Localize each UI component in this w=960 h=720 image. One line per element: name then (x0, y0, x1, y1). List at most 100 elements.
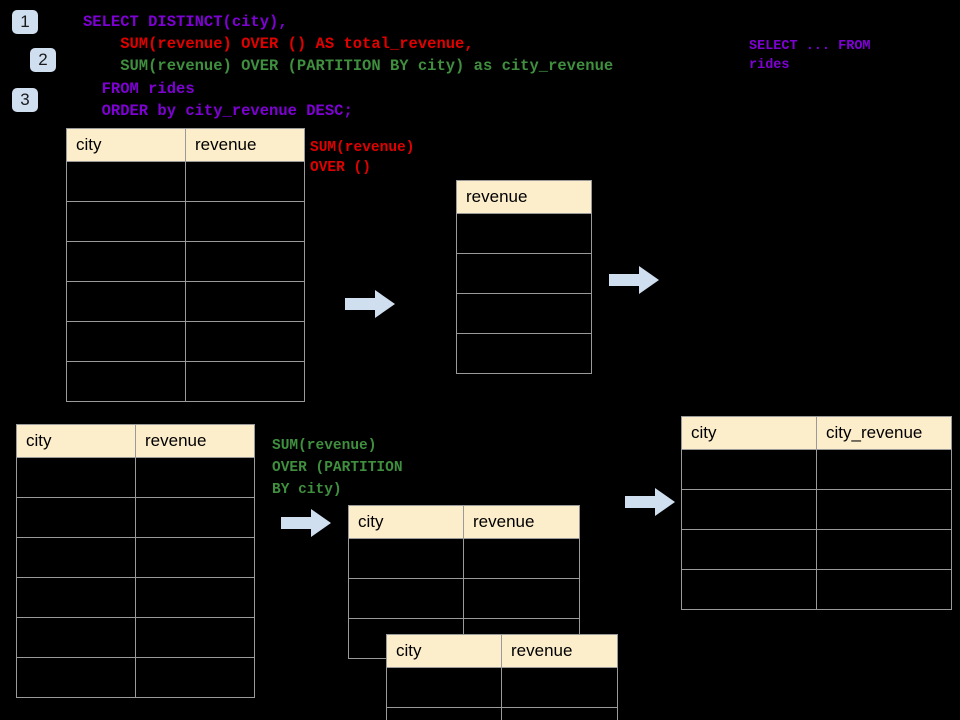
table-row (348, 578, 580, 619)
cell-city (16, 577, 136, 618)
table-row (16, 457, 255, 498)
sql-line-total-revenue: SUM(revenue) OVER () AS total_revenue, (83, 35, 474, 53)
note-partition-window: SUM(revenue) OVER (PARTITION BY city) (272, 438, 403, 498)
table-total-revenue-result: revenue (456, 180, 592, 374)
table-header-row: city revenue (66, 128, 305, 162)
table-row (16, 537, 255, 578)
cell-revenue (463, 538, 580, 579)
column-header-revenue: revenue (463, 505, 580, 539)
cell-revenue (456, 253, 592, 294)
step-badge-1: 1 (12, 10, 38, 34)
cell-city-revenue (816, 529, 952, 570)
cell-city-revenue (816, 449, 952, 490)
table-partition-group-front: city revenue (386, 634, 618, 720)
column-header-city: city (348, 505, 464, 539)
table-row (66, 201, 305, 242)
sql-line-from: FROM rides (83, 80, 195, 98)
table-rides-source-bottom: city revenue (16, 424, 255, 698)
table-row (681, 489, 952, 530)
cell-city-revenue (816, 569, 952, 610)
table-row (456, 293, 592, 334)
cell-city (386, 707, 502, 720)
table-row (386, 707, 618, 720)
column-header-city: city (386, 634, 502, 668)
arrow-total-to-output-icon (609, 266, 659, 294)
table-city-revenue-result: city city_revenue (681, 416, 952, 610)
cell-revenue (135, 537, 255, 578)
cell-city (16, 657, 136, 698)
table-rides-source-top: city revenue (66, 128, 305, 402)
cell-city (16, 537, 136, 578)
cell-city (16, 457, 136, 498)
table-row (16, 497, 255, 538)
cell-city (681, 529, 817, 570)
column-header-city: city (681, 416, 817, 450)
cell-city (66, 321, 186, 362)
table-header-row: revenue (456, 180, 592, 214)
cell-revenue (135, 577, 255, 618)
cell-revenue (185, 321, 305, 362)
cell-revenue (185, 281, 305, 322)
note-total-window: SUM(revenue) OVER () (310, 140, 415, 176)
cell-revenue (185, 361, 305, 402)
cell-city (16, 497, 136, 538)
cell-city-revenue (816, 489, 952, 530)
table-header-row: city revenue (16, 424, 255, 458)
sql-line-select: SELECT DISTINCT(city), (83, 13, 288, 31)
table-header-row: city city_revenue (681, 416, 952, 450)
table-row (16, 617, 255, 658)
cell-city (681, 489, 817, 530)
cell-revenue (463, 578, 580, 619)
cell-revenue (135, 457, 255, 498)
column-header-revenue: revenue (135, 424, 255, 458)
cell-revenue (456, 333, 592, 374)
column-header-city-revenue: city_revenue (816, 416, 952, 450)
table-row (16, 577, 255, 618)
column-header-city: city (66, 128, 186, 162)
cell-city (66, 201, 186, 242)
cell-revenue (501, 667, 618, 708)
cell-revenue (185, 201, 305, 242)
table-row (66, 321, 305, 362)
table-row (681, 569, 952, 610)
step-badge-3: 3 (12, 88, 38, 112)
cell-city (348, 578, 464, 619)
cell-revenue (501, 707, 618, 720)
table-row (456, 333, 592, 374)
cell-city (66, 361, 186, 402)
table-row (456, 213, 592, 254)
column-header-revenue: revenue (185, 128, 305, 162)
cell-revenue (185, 161, 305, 202)
cell-revenue (456, 293, 592, 334)
table-row (16, 657, 255, 698)
cell-city (66, 241, 186, 282)
table-row (66, 241, 305, 282)
sql-line-city-revenue: SUM(revenue) OVER (PARTITION BY city) as… (83, 57, 614, 75)
table-row (348, 538, 580, 579)
cell-city (681, 569, 817, 610)
cell-city (16, 617, 136, 658)
note-source-query: SELECT ... FROM rides (749, 39, 871, 73)
cell-revenue (135, 657, 255, 698)
cell-revenue (135, 497, 255, 538)
table-row (66, 361, 305, 402)
arrow-rides-to-partition-icon (281, 509, 331, 537)
column-header-revenue: revenue (456, 180, 592, 214)
table-row (681, 449, 952, 490)
table-row (386, 667, 618, 708)
column-header-city: city (16, 424, 136, 458)
table-row (66, 161, 305, 202)
table-row (456, 253, 592, 294)
cell-city (66, 281, 186, 322)
sql-line-order-by: ORDER by city_revenue DESC; (83, 102, 353, 120)
arrow-partition-to-output-icon (625, 488, 675, 516)
table-row (66, 281, 305, 322)
step-badge-2: 2 (30, 48, 56, 72)
table-row (681, 529, 952, 570)
cell-revenue (456, 213, 592, 254)
cell-city (681, 449, 817, 490)
cell-city (348, 538, 464, 579)
cell-revenue (185, 241, 305, 282)
cell-city (386, 667, 502, 708)
column-header-revenue: revenue (501, 634, 618, 668)
